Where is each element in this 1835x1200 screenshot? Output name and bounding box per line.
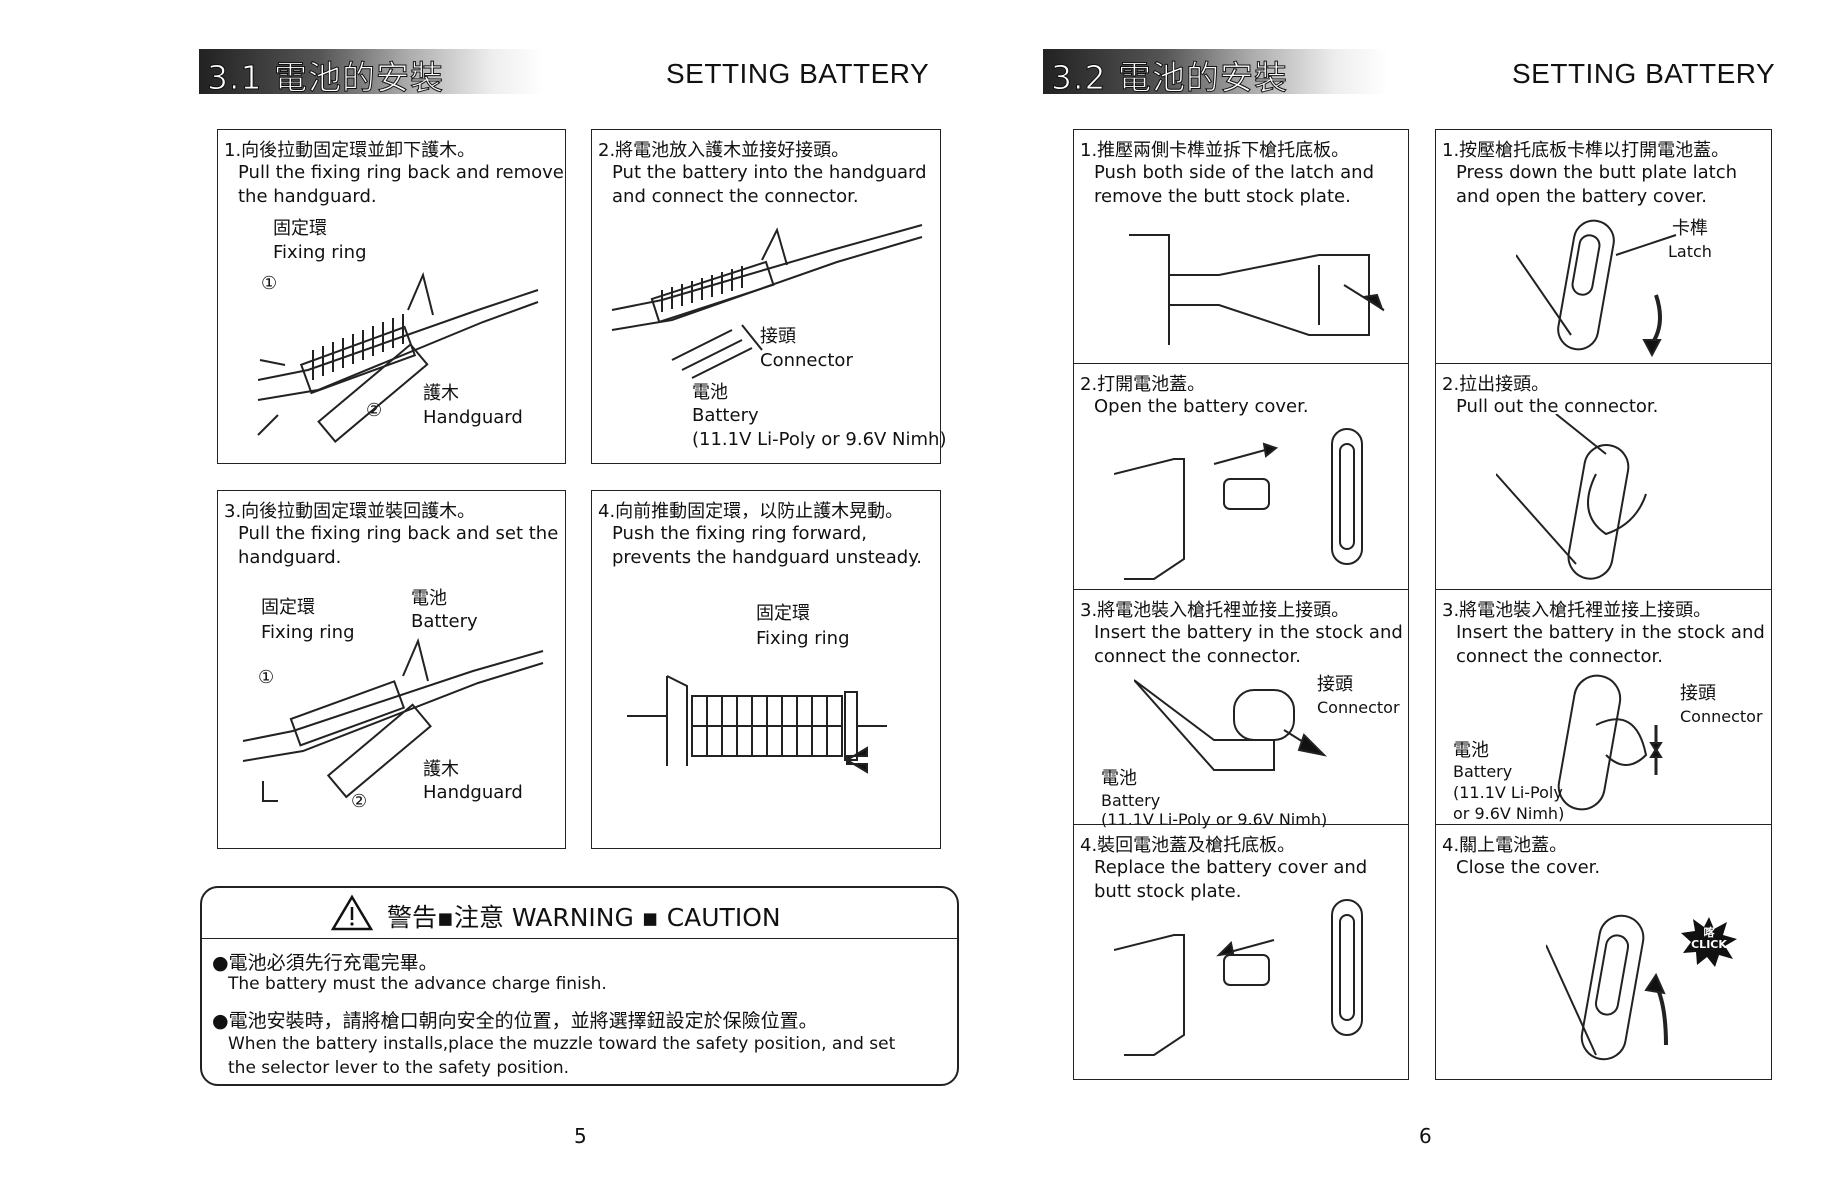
step-panel-4: 4.向前推動固定環，以防止護木晃動。 Push the fixing ring … [591, 490, 941, 849]
close-cover-illustration [1545, 905, 1696, 1075]
battery-handguard-illustration [602, 210, 932, 380]
step-title-zh: 1.向後拉動固定環並卸下護木。 [224, 140, 476, 161]
label-battery-zh: 電池 [411, 588, 447, 609]
step-panel-right-3: 3.將電池裝入槍托裡並接上接頭。 Insert the battery in t… [1435, 589, 1772, 825]
step-panel-left-2: 2.打開電池蓋。 Open the battery cover. [1073, 363, 1409, 590]
step-title-zh: 1.推壓兩側卡榫並拆下槍托底板。 [1080, 140, 1350, 161]
label-battery-en: Battery [1101, 791, 1161, 810]
fixing-ring-forward-illustration [627, 656, 917, 796]
label-battery-zh: 電池 [1453, 740, 1489, 761]
step-panel-left-1: 1.推壓兩側卡榫並拆下槍托底板。 Push both side of the l… [1073, 129, 1409, 364]
butt-plate-latch-illustration [1515, 215, 1686, 360]
label-handguard-zh: 護木 [423, 759, 459, 780]
step-panel-right-1: 1.按壓槍托底板卡榫以打開電池蓋。 Press down the butt pl… [1435, 129, 1772, 364]
label-latch-zh: 卡榫 [1672, 218, 1708, 239]
step-panel-right-2: 2.拉出接頭。 Pull out the connector. [1435, 363, 1772, 590]
label-fixing-ring-en: Fixing ring [756, 628, 850, 649]
label-battery-spec: (11.1V Li-Poly or 9.6V Nimh) [692, 429, 947, 450]
step-title-zh: 4.關上電池蓋。 [1442, 835, 1568, 856]
warning-item-en: When the battery installs,place the muzz… [228, 1034, 896, 1078]
section-header-band: 3.1 電池的安裝 [199, 49, 544, 98]
step-panel-left-4: 4.裝回電池蓋及槍托底板。 Replace the battery cover … [1073, 824, 1409, 1080]
label-battery-en: Battery [692, 405, 759, 426]
section-title-zh: 3.2 電池的安裝 [1051, 58, 1288, 98]
section-title-zh: 3.1 電池的安裝 [207, 58, 444, 98]
label-connector-en: Connector [760, 350, 853, 371]
label-connector-zh: 接頭 [760, 326, 796, 347]
warning-item-zh: ●電池必須先行充電完畢。 [212, 952, 438, 974]
step-desc-en: Close the cover. [1456, 857, 1601, 878]
label-fixing-ring-zh: 固定環 [756, 603, 810, 624]
label-battery-zh: 電池 [1101, 768, 1137, 789]
rifle-handguard-removal-illustration [248, 250, 548, 450]
warning-item-zh: ●電池安裝時，請將槍口朝向安全的位置，並將選擇鈕設定於保險位置。 [212, 1010, 818, 1032]
label-connector-zh: 接頭 [1317, 674, 1353, 695]
step-desc-en: Pull out the connector. [1456, 396, 1659, 417]
step-title-zh: 4.向前推動固定環，以防止護木晃動。 [598, 501, 904, 522]
step-desc-en: Open the battery cover. [1094, 396, 1309, 417]
step-title-zh: 3.向後拉動固定環並裝回護木。 [224, 501, 476, 522]
page-number: 5 [574, 1124, 587, 1148]
step-desc-en: Push the fixing ring forward,prevents th… [612, 523, 923, 568]
label-connector-zh: 接頭 [1680, 683, 1716, 704]
rifle-handguard-install-illustration [233, 621, 553, 821]
label-handguard-en: Handguard [423, 782, 523, 803]
page-number: 6 [1419, 1124, 1432, 1148]
battery-cover-open-illustration [1113, 424, 1394, 584]
warning-header: 警告▪注意 WARNING ▪ CAUTION [202, 888, 957, 939]
warning-item-en: The battery must the advance charge fini… [228, 974, 607, 994]
label-fixing-ring-en: Fixing ring [261, 622, 355, 643]
butt-stock-illustration [1129, 215, 1399, 355]
step-panel-1: 1.向後拉動固定環並卸下護木。 Pull the fixing ring bac… [217, 129, 566, 464]
label-battery-zh: 電池 [692, 382, 728, 403]
step-title-zh: 2.拉出接頭。 [1442, 374, 1550, 395]
step-title-zh: 2.將電池放入護木並接好接頭。 [598, 140, 850, 161]
marker-2: ② [351, 791, 368, 812]
label-battery-spec: or 9.6V Nimh) [1453, 804, 1565, 823]
label-connector-en: Connector [1680, 707, 1763, 726]
section-title-en: SETTING BATTERY [666, 58, 930, 89]
marker-1: ① [261, 273, 278, 294]
stock-battery-insert-illustration [1133, 670, 1334, 780]
warning-triangle-icon [330, 894, 374, 931]
label-connector-en: Connector [1317, 698, 1400, 717]
stock-battery-connect-illustration [1536, 665, 1686, 815]
step-title-zh: 1.按壓槍托底板卡榫以打開電池蓋。 [1442, 140, 1730, 161]
label-fixing-ring-zh: 固定環 [261, 597, 315, 618]
section-title-en: SETTING BATTERY [1512, 58, 1776, 89]
step-panel-left-3: 3.將電池裝入槍托裡並接上接頭。 Insert the battery in t… [1073, 589, 1409, 829]
label-handguard-en: Handguard [423, 407, 523, 428]
label-battery-spec: (11.1V Li-Poly [1453, 783, 1563, 802]
label-latch-en: Latch [1668, 242, 1712, 261]
step-title-zh: 3.將電池裝入槍托裡並接上接頭。 [1442, 600, 1712, 621]
pull-connector-illustration [1495, 413, 1696, 584]
section-header-band: 3.2 電池的安裝 [1043, 49, 1388, 98]
step-panel-2: 2.將電池放入護木並接好接頭。 Put the battery into the… [591, 129, 947, 464]
label-fixing-ring-zh: 固定環 [273, 218, 327, 239]
label-battery-en: Battery [1453, 762, 1513, 781]
warning-caution-box: 警告▪注意 WARNING ▪ CAUTION ●電池必須先行充電完畢。 The… [200, 886, 959, 1086]
marker-1: ① [258, 667, 275, 688]
label-handguard-zh: 護木 [423, 383, 459, 404]
step-title-zh: 4.裝回電池蓋及槍托底板。 [1080, 835, 1296, 856]
step-panel-3: 3.向後拉動固定環並裝回護木。 Pull the fixing ring bac… [217, 490, 566, 849]
step-title-zh: 3.將電池裝入槍托裡並接上接頭。 [1080, 600, 1350, 621]
step-title-zh: 2.打開電池蓋。 [1080, 374, 1206, 395]
label-battery-en: Battery [411, 611, 478, 632]
warning-title: 警告▪注意 WARNING ▪ CAUTION [387, 903, 781, 932]
label-fixing-ring-en: Fixing ring [273, 242, 367, 263]
battery-cover-replace-illustration [1113, 895, 1394, 1065]
